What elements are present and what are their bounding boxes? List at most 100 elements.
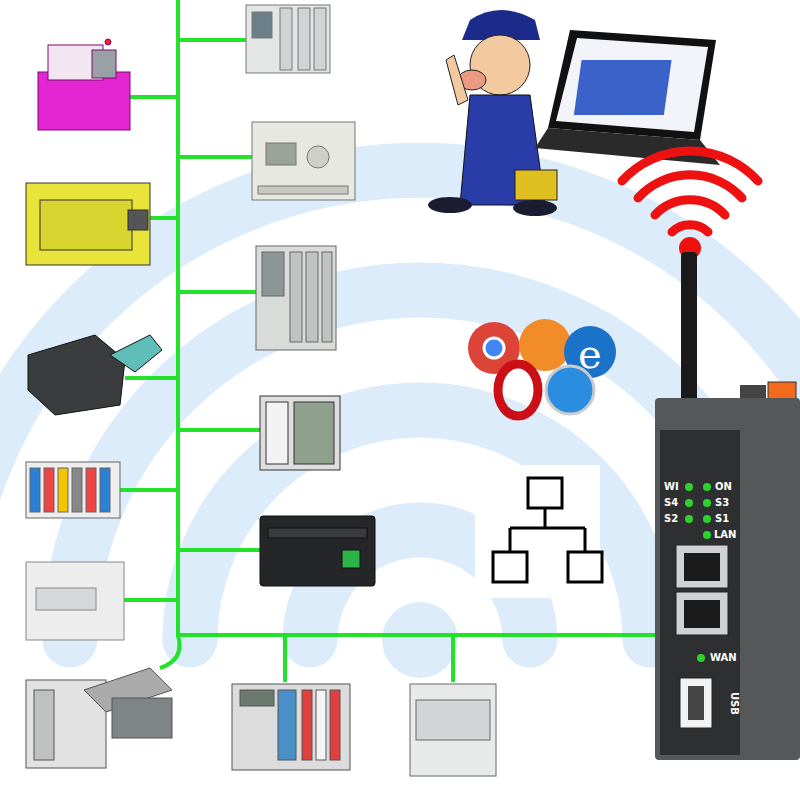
- router-part: [685, 483, 693, 491]
- gateway-device: [28, 335, 162, 415]
- router-part: [660, 430, 740, 755]
- bus-wire-part: [178, 38, 246, 42]
- port-label: USB: [729, 692, 739, 715]
- port-label: S4: [664, 498, 678, 508]
- router-part: [655, 398, 800, 760]
- port-label: S1: [715, 514, 729, 524]
- safety-controller: [26, 183, 150, 265]
- router-part: [703, 515, 711, 523]
- gateway-device-part: [28, 335, 125, 415]
- plc-device-part: [416, 700, 490, 740]
- router-part: [684, 600, 720, 628]
- plc-device-part: [410, 684, 496, 776]
- wifi-signal-part: [672, 225, 708, 232]
- plc-device-part: [252, 122, 355, 200]
- network-icon-part: [493, 552, 527, 582]
- network-icon-part: [475, 465, 600, 598]
- plc-device-part: [290, 252, 302, 342]
- plc-device-part: [280, 8, 292, 70]
- bus-wire-part: [120, 488, 178, 492]
- gateway-device-part: [110, 335, 162, 372]
- safety-controller-part: [40, 200, 132, 250]
- plc-device-part: [322, 252, 332, 342]
- plc-device-part: [266, 402, 288, 464]
- plc-device-part: [314, 8, 326, 70]
- router-part: [676, 545, 728, 588]
- router-part: [697, 654, 705, 662]
- logic-module: [26, 562, 124, 640]
- router-part: [685, 515, 693, 523]
- browser-icons: e: [468, 319, 616, 416]
- plc-device-part: [262, 252, 284, 296]
- plc-device-part: [260, 396, 340, 470]
- plc-device-part: [306, 252, 318, 342]
- port-label: S2: [664, 514, 678, 524]
- plc-device-part: [266, 143, 296, 165]
- plc-device-part: [260, 516, 375, 586]
- io-terminal-part: [86, 468, 96, 512]
- browser-icons-part: [546, 366, 594, 414]
- network-icon-part: [510, 508, 585, 552]
- router-part: [688, 686, 704, 720]
- network-icon: [475, 465, 602, 598]
- logic-module-part: [36, 588, 96, 610]
- technician-part: [446, 55, 468, 105]
- bus-wire-part: [178, 155, 252, 159]
- plc-device-part: [302, 690, 312, 760]
- plc-device: [260, 516, 375, 586]
- plc-device-part: [256, 246, 336, 350]
- port-label: WAN: [710, 653, 737, 663]
- bus-wire-part: [451, 635, 455, 682]
- plc-device-part: [268, 528, 367, 538]
- plc-device-part: [34, 690, 54, 760]
- browser-icons-part: [484, 338, 504, 358]
- wifi-signal-part: [638, 175, 742, 198]
- plc-device-part: [246, 5, 330, 73]
- router: [655, 252, 800, 760]
- plc-device-part: [294, 402, 334, 464]
- router-part: [703, 531, 711, 539]
- plc-device-part: [278, 690, 296, 760]
- port-label: ON: [715, 482, 732, 492]
- laptop-part: [556, 38, 708, 132]
- port-label: LAN: [714, 530, 736, 540]
- plc-device-part: [298, 8, 310, 70]
- machine-tool: [38, 39, 130, 130]
- io-terminal: [26, 462, 120, 518]
- plc-device-part: [240, 690, 274, 706]
- wifi-signal-part: [622, 151, 758, 181]
- port-label: S3: [715, 498, 729, 508]
- safety-controller-part: [128, 210, 148, 230]
- machine-tool-part: [38, 72, 130, 130]
- plc-device-part: [112, 698, 172, 738]
- browser-icons-part: [498, 364, 538, 416]
- plc-device-part: [258, 186, 348, 194]
- router-part: [680, 678, 712, 728]
- plc-device: [260, 396, 340, 470]
- laptop: [535, 30, 720, 165]
- io-terminal-part: [72, 468, 82, 512]
- router-part: [676, 592, 728, 635]
- wifi-signal-part: [655, 200, 725, 215]
- bus-wire-part: [178, 428, 260, 432]
- bus-wire-part: [160, 635, 180, 668]
- machine-tool-part: [105, 39, 111, 45]
- io-terminal-part: [58, 468, 68, 512]
- machine-tool-part: [92, 50, 116, 78]
- bus-wire-part: [283, 635, 287, 682]
- technician-part: [428, 197, 472, 213]
- router-part: [703, 483, 711, 491]
- plc-device: [246, 5, 330, 73]
- plc-device-part: [232, 684, 350, 770]
- io-terminal-part: [26, 462, 120, 518]
- plc-device-part: [316, 690, 326, 760]
- laptop-part: [574, 60, 672, 115]
- bus-wire-part: [178, 548, 260, 552]
- wifi-signal: [622, 151, 758, 232]
- plc-device: [26, 668, 172, 768]
- plc-device: [232, 684, 350, 770]
